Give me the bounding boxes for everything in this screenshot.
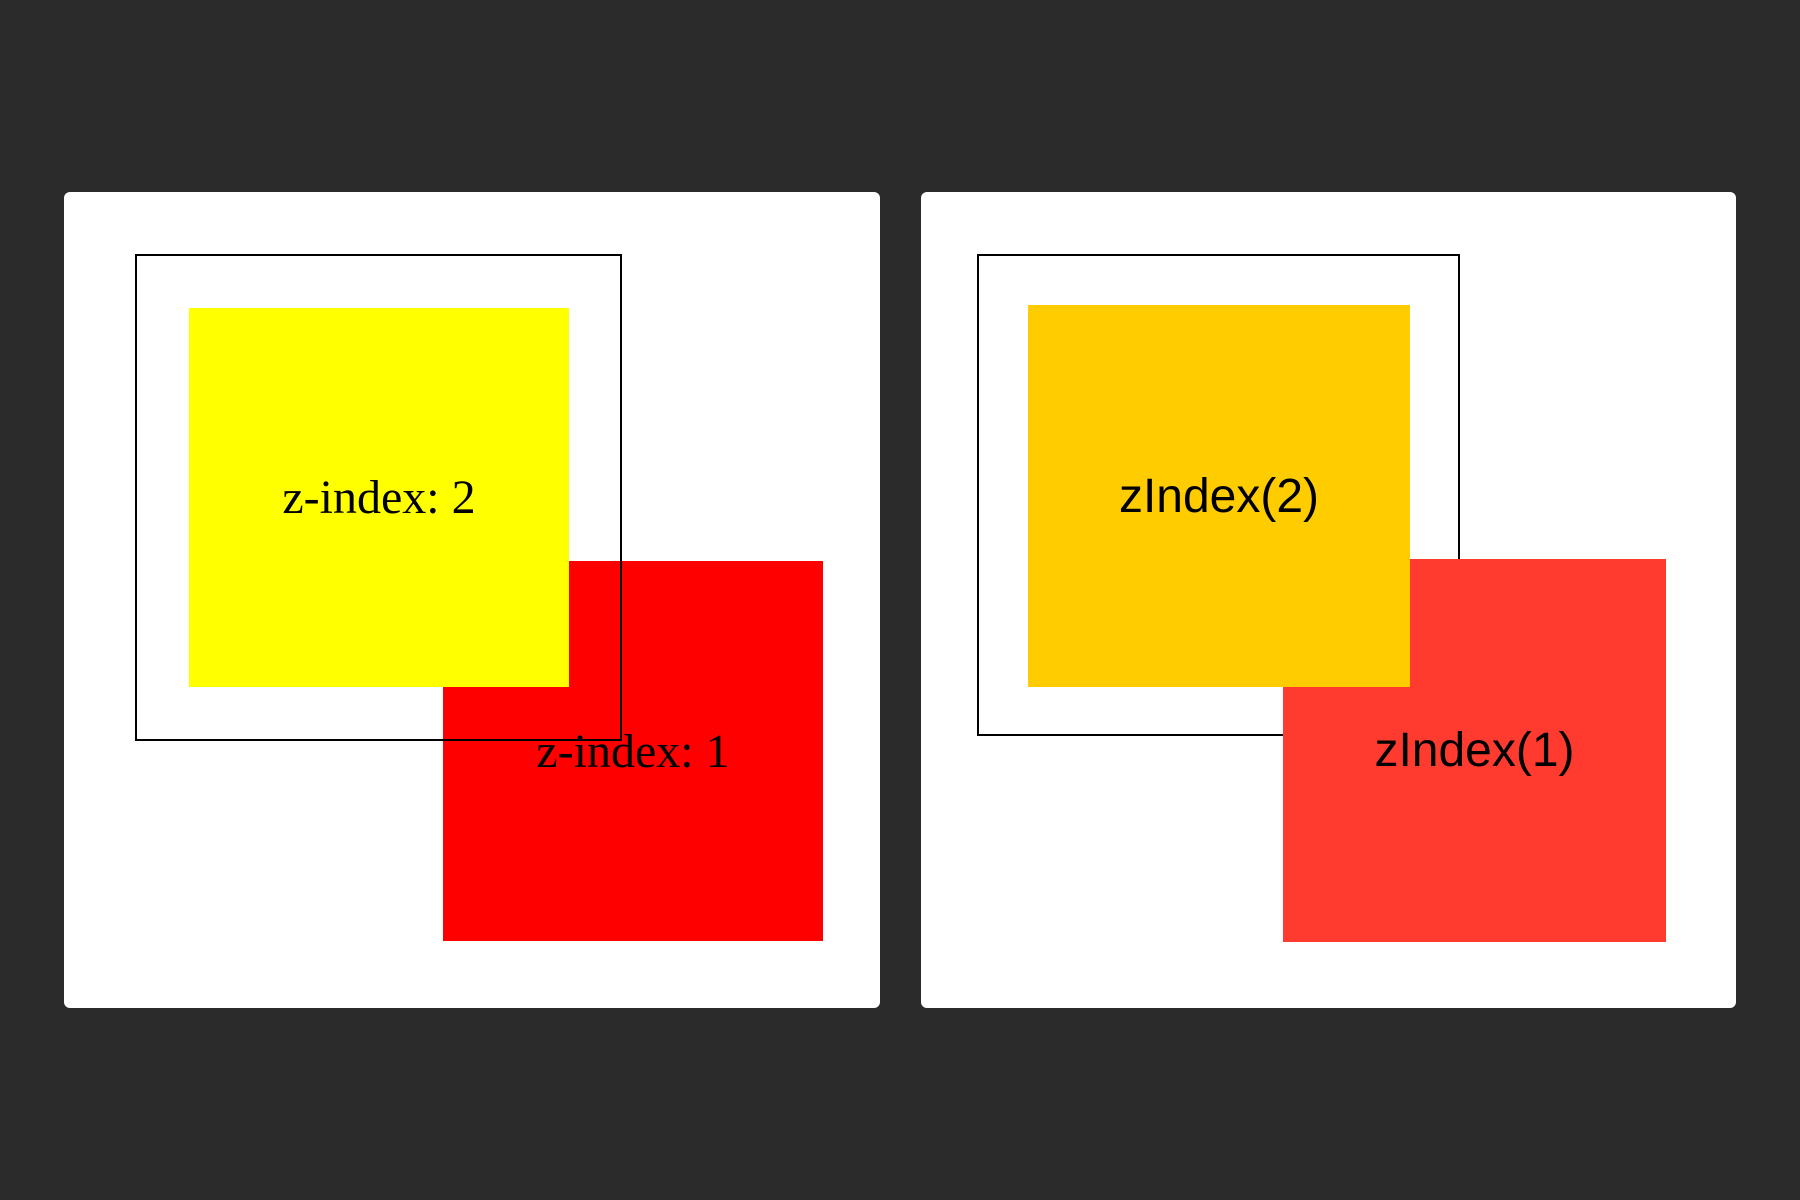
left-panel: z-index: 1 z-index: 2 [64,192,880,1008]
yellow-square: zIndex(2) [1028,305,1410,687]
yellow-square: z-index: 2 [189,308,569,687]
outline-frame [977,254,1460,736]
outline-frame [135,254,622,741]
right-panel: zIndex(1) zIndex(2) [921,192,1736,1008]
